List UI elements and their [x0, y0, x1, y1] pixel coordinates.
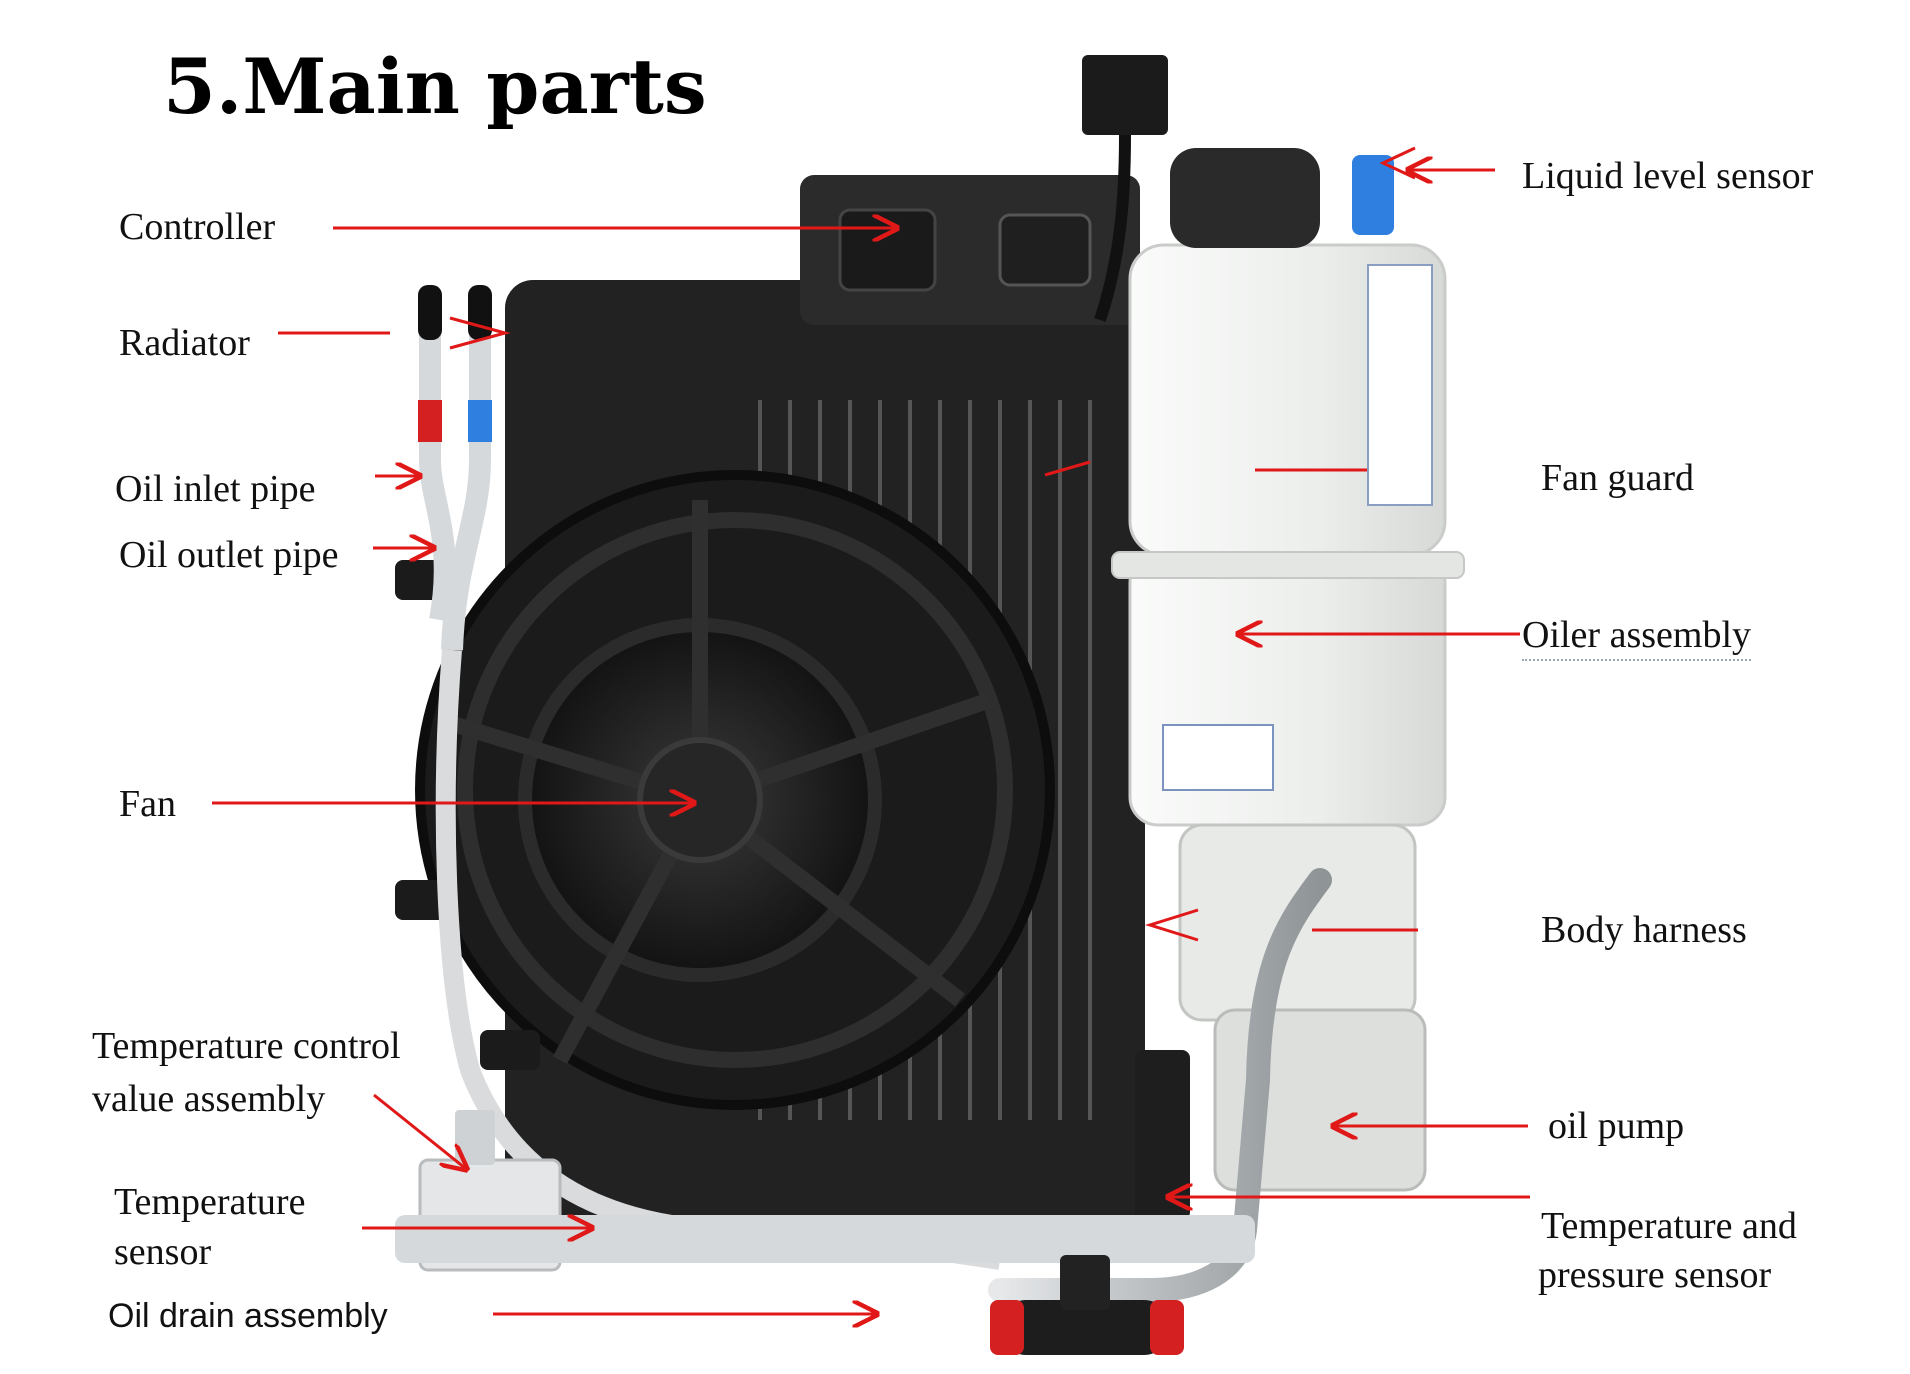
inlet-pipe-red-marker [418, 400, 442, 442]
label-temp-sensor-line1: Temperature [114, 1181, 306, 1223]
label-temp-pressure-sensor-line2: pressure sensor [1538, 1254, 1772, 1296]
controller-connector-2 [998, 213, 1092, 287]
page-title: 5.Main parts [163, 42, 707, 131]
temp-pressure-sensor-body [1135, 1050, 1190, 1220]
bottom-frame [395, 1215, 1255, 1263]
label-radiator: Radiator [119, 322, 250, 364]
label-body-harness: Body harness [1541, 909, 1747, 951]
label-fan: Fan [119, 783, 176, 825]
label-liquid-level-sensor: Liquid level sensor [1522, 155, 1814, 197]
label-oil-pump: oil pump [1548, 1105, 1685, 1147]
arrow-temp-control-valve [373, 1093, 465, 1168]
drain-valve-red-cap [990, 1300, 1024, 1355]
metal-pipe [988, 868, 1332, 1302]
label-controller: Controller [119, 206, 276, 248]
label-oil-drain-assembly: Oil drain assembly [108, 1297, 388, 1335]
oil-drain-valve [1000, 1300, 1170, 1355]
drain-valve-red-cap-2 [1150, 1300, 1184, 1355]
oil-outlet-pipe [441, 300, 491, 651]
outlet-pipe-cap [468, 285, 492, 340]
label-temp-sensor-line2: sensor [114, 1231, 212, 1273]
oil-inlet-pipe [419, 300, 456, 623]
arrow-fan-guard-inner [1044, 460, 1091, 477]
label-oil-inlet-pipe: Oil inlet pipe [115, 468, 316, 510]
fan-hub [637, 737, 763, 863]
oil-tank-band [1111, 551, 1465, 579]
label-temp-control-valve-line1: Temperature control [92, 1025, 401, 1067]
label-temp-control-valve-line2: value assembly [92, 1078, 326, 1120]
label-oiler-assembly: Oiler assembly [1522, 611, 1752, 661]
label-fan-guard: Fan guard [1541, 457, 1695, 499]
arrow-radiator-head [449, 316, 511, 350]
tank-info-sticker [1162, 724, 1274, 791]
valve-stem [455, 1110, 495, 1165]
liquid-level-sensor-body [1352, 155, 1394, 235]
oil-tank-cap [1170, 148, 1320, 248]
controller-connector-1 [838, 208, 937, 292]
outlet-pipe-blue-marker [468, 400, 492, 442]
inlet-pipe-cap [418, 285, 442, 340]
top-connector-wire [1094, 134, 1131, 322]
drain-valve-handle [1060, 1255, 1110, 1310]
fan-ring-outer [457, 512, 1013, 1068]
arrow-liquid-level-head [1379, 146, 1416, 180]
label-temp-pressure-sensor-line1: Temperature and [1541, 1205, 1797, 1247]
label-oil-outlet-pipe: Oil outlet pipe [119, 534, 339, 576]
top-connector-plug [1082, 55, 1168, 135]
pointer-arrows [212, 146, 1530, 1314]
arrow-body-harness-head [1144, 908, 1199, 942]
tank-spec-sticker [1367, 264, 1433, 506]
